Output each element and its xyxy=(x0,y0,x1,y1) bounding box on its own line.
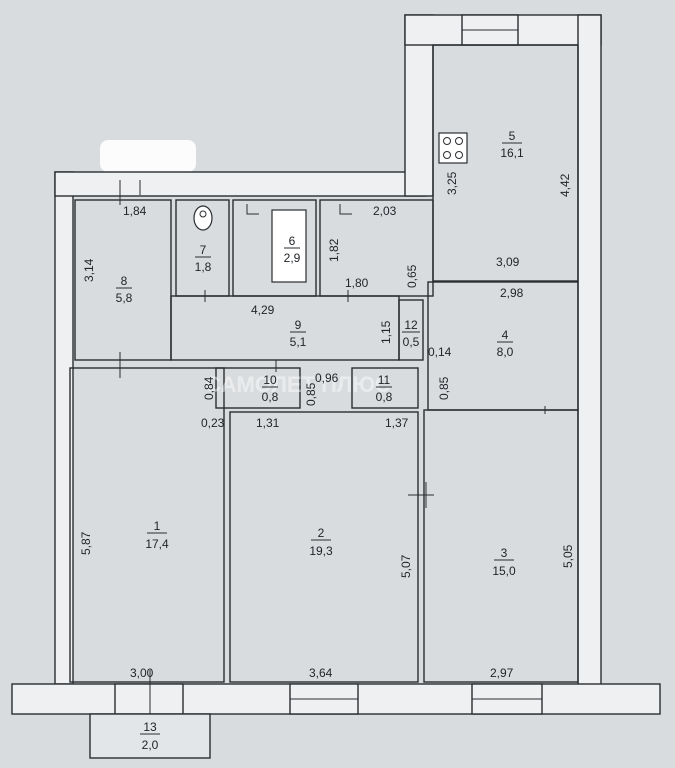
room-1-number: 1 xyxy=(154,519,161,533)
dim-4-29: 4,29 xyxy=(251,303,275,317)
redacted-area xyxy=(100,140,196,172)
dim-1-31: 1,31 xyxy=(256,416,280,430)
dim-1-37: 1,37 xyxy=(385,416,409,430)
room-7-area: 1,8 xyxy=(195,260,212,274)
room-8-number: 8 xyxy=(121,274,128,288)
room-2-number: 2 xyxy=(318,526,325,540)
room-4-area: 8,0 xyxy=(497,345,514,359)
dim-2-97: 2,97 xyxy=(490,666,514,680)
dim-3-64: 3,64 xyxy=(309,666,333,680)
room-6-number: 6 xyxy=(289,234,296,248)
dim-3-25: 3,25 xyxy=(445,171,459,195)
room-10-number: 10 xyxy=(263,373,277,387)
watermark-text: САМОЛЕТ ПЛЮС xyxy=(205,372,390,397)
room-11-number: 11 xyxy=(378,373,391,387)
room-3-area: 15,0 xyxy=(492,564,516,578)
room-12-area: 0,5 xyxy=(403,335,420,349)
room-8-area: 5,8 xyxy=(116,291,133,305)
room-3-number: 3 xyxy=(501,546,508,560)
room-11-area: 0,8 xyxy=(376,390,393,404)
dim-1-80: 1,80 xyxy=(345,276,369,290)
room-13-area: 2,0 xyxy=(142,738,159,752)
door-marks xyxy=(119,180,546,508)
room-6-area: 2,9 xyxy=(284,251,301,265)
room-labels: 5 16,1 6 2,9 7 1,8 8 5,8 9 5,1 12 0,5 4 … xyxy=(116,129,524,752)
dim-2-98: 2,98 xyxy=(500,286,524,300)
outer-walls xyxy=(11,14,661,759)
dim-5-07: 5,07 xyxy=(399,554,413,578)
bathtub-icon xyxy=(246,204,307,283)
room-13-number: 13 xyxy=(143,720,157,734)
sink-icon xyxy=(339,204,352,215)
room-7-number: 7 xyxy=(200,243,207,257)
dim-5-05: 5,05 xyxy=(561,544,575,568)
dim-0-65: 0,65 xyxy=(405,264,419,288)
dim-1-84: 1,84 xyxy=(123,204,147,218)
room-9-area: 5,1 xyxy=(290,335,307,349)
room-5-number: 5 xyxy=(509,129,516,143)
toilet-icon xyxy=(193,205,213,231)
dim-1-15: 1,15 xyxy=(379,320,393,344)
room-10-area: 0,8 xyxy=(262,390,279,404)
rooms-outlines xyxy=(69,44,579,683)
dim-1-82: 1,82 xyxy=(327,238,341,262)
dim-3-09: 3,09 xyxy=(496,255,520,269)
room-1-area: 17,4 xyxy=(145,537,169,551)
room-5-area: 16,1 xyxy=(500,146,524,160)
stove-icon xyxy=(438,132,468,164)
dimension-labels: 1,84 2,03 3,09 1,80 2,98 4,29 0,14 0,96 … xyxy=(79,171,575,680)
dim-0-23: 0,23 xyxy=(201,416,225,430)
room-9-number: 9 xyxy=(295,318,302,332)
dim-0-96: 0,96 xyxy=(315,371,339,385)
dim-0-85-right: 0,85 xyxy=(437,376,451,400)
dim-0-84: 0,84 xyxy=(202,376,216,400)
room-2-area: 19,3 xyxy=(309,544,333,558)
dim-5-87: 5,87 xyxy=(79,531,93,555)
room-4-number: 4 xyxy=(502,328,509,342)
room-12-number: 12 xyxy=(404,318,418,332)
dim-0-85-left: 0,85 xyxy=(304,382,318,406)
dim-0-14: 0,14 xyxy=(428,345,452,359)
dim-2-03: 2,03 xyxy=(373,204,397,218)
dim-3-00: 3,00 xyxy=(130,666,154,680)
dim-3-14: 3,14 xyxy=(82,258,96,282)
dim-4-42: 4,42 xyxy=(558,173,572,197)
